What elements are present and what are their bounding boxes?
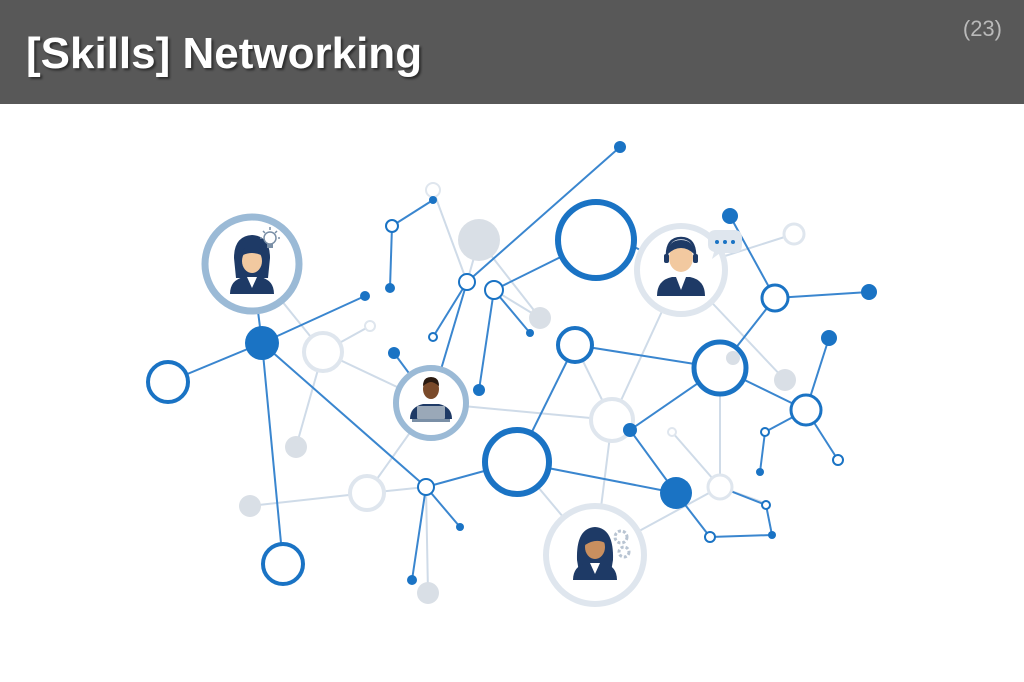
- slide-header: [Skills] Networking (23): [0, 0, 1024, 104]
- ring-node: [691, 339, 749, 397]
- grey-node: [774, 369, 796, 391]
- ring-node: [556, 326, 594, 364]
- grey-node: [239, 495, 261, 517]
- dot-node: [388, 347, 400, 359]
- ring-node: [385, 219, 399, 233]
- dot-node: [722, 208, 738, 224]
- dot-node: [407, 575, 417, 585]
- person-lightbulb-icon: [201, 213, 303, 315]
- ring-node: [417, 478, 435, 496]
- person-laptop-icon: [393, 365, 469, 441]
- pale-ring-node: [302, 331, 344, 373]
- dot-node: [614, 141, 626, 153]
- dot-node: [861, 284, 877, 300]
- dot-node: [456, 523, 464, 531]
- ring-node: [146, 360, 190, 404]
- grey-node: [726, 351, 740, 365]
- ring-node: [458, 273, 476, 291]
- grey-node: [529, 307, 551, 329]
- dot-node: [768, 531, 776, 539]
- pale-ring-node: [348, 474, 386, 512]
- ring-node: [484, 280, 504, 300]
- pale-ring-node: [589, 397, 635, 443]
- ring-node: [761, 500, 771, 510]
- slide-title: [Skills] Networking: [26, 29, 423, 78]
- dot-node: [623, 423, 637, 437]
- ring-node: [760, 283, 790, 313]
- dot-node: [660, 477, 692, 509]
- person-gears-icon: [543, 503, 647, 607]
- grey-node: [285, 436, 307, 458]
- ring-node: [760, 427, 770, 437]
- network-nodes: [146, 141, 877, 604]
- ring-node: [704, 531, 716, 543]
- dot-node: [385, 283, 395, 293]
- ring-node: [261, 542, 305, 586]
- dot-node: [245, 326, 279, 360]
- dot-node: [821, 330, 837, 346]
- person-headset-icon: [634, 223, 742, 317]
- pale-ring-node: [782, 222, 806, 246]
- dot-node: [473, 384, 485, 396]
- ring-node: [789, 393, 823, 427]
- dot-node: [526, 329, 534, 337]
- dot-node: [429, 196, 437, 204]
- grey-node: [458, 219, 500, 261]
- pale-ring-node: [364, 320, 376, 332]
- dot-node: [360, 291, 370, 301]
- dot-node: [756, 468, 764, 476]
- pale-ring-node: [425, 182, 441, 198]
- ring-node: [832, 454, 844, 466]
- pale-ring-node: [667, 427, 677, 437]
- pale-ring-node: [706, 473, 734, 501]
- connection-lines: [167, 146, 870, 594]
- ring-node: [482, 427, 552, 497]
- page-number: (23): [962, 16, 1002, 41]
- ring-node: [428, 332, 438, 342]
- grey-node: [417, 582, 439, 604]
- ring-node: [555, 199, 637, 281]
